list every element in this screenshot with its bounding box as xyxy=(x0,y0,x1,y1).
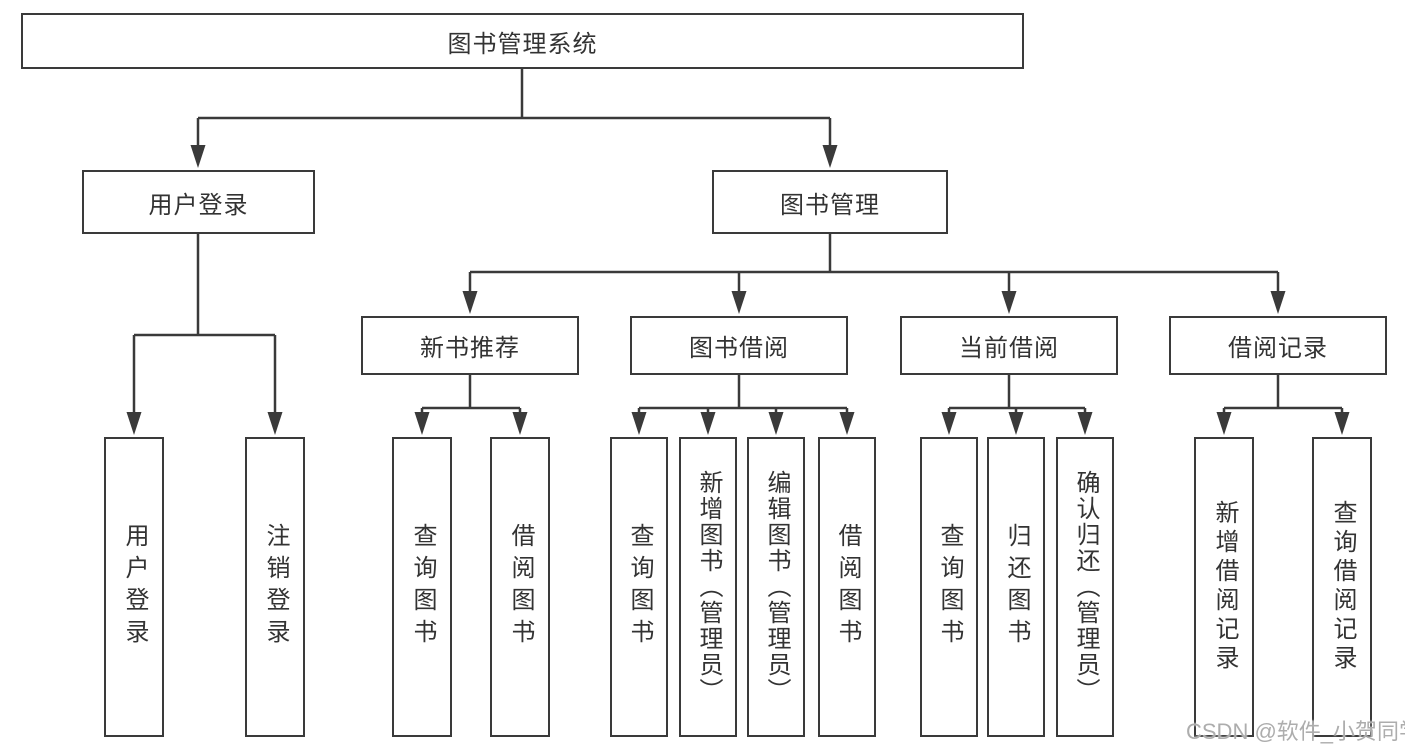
leaf-recommend-borrow-books-label: 借阅图书 xyxy=(507,523,534,651)
node-current-borrow: 当前借阅 xyxy=(900,316,1118,375)
leaf-add-books-admin-label: 新增图书（管理员） xyxy=(695,470,722,704)
node-book-management-label: 图书管理 xyxy=(780,191,880,219)
leaf-return-books: 归还图书 xyxy=(987,437,1045,737)
node-book-borrow: 图书借阅 xyxy=(630,316,848,375)
leaf-current-query-books: 查询图书 xyxy=(920,437,978,737)
leaf-edit-books-admin: 编辑图书（管理员） xyxy=(747,437,805,737)
node-root-label: 图书管理系统 xyxy=(447,30,598,58)
leaf-edit-books-admin-label: 编辑图书（管理员） xyxy=(763,470,790,704)
leaf-confirm-return-admin-label: 确认归还（管理员） xyxy=(1072,470,1099,704)
leaf-add-books-admin: 新增图书（管理员） xyxy=(679,437,737,737)
leaf-recommend-query-books: 查询图书 xyxy=(392,437,452,737)
node-user-login: 用户登录 xyxy=(82,170,315,234)
leaf-recommend-borrow-books: 借阅图书 xyxy=(490,437,550,737)
leaf-borrow-books: 借阅图书 xyxy=(818,437,876,737)
node-borrow-records-label: 借阅记录 xyxy=(1228,335,1328,362)
leaf-logout-label: 注销登录 xyxy=(262,523,289,651)
leaf-add-borrow-record: 新增借阅记录 xyxy=(1194,437,1254,737)
node-new-book-recommend-label: 新书推荐 xyxy=(420,335,520,362)
watermark: CSDN @软件_小贺同学 xyxy=(1186,719,1405,744)
leaf-query-borrow-record: 查询借阅记录 xyxy=(1312,437,1372,737)
leaf-return-books-label: 归还图书 xyxy=(1003,523,1030,651)
leaf-borrow-query-books-label: 查询图书 xyxy=(626,523,653,651)
leaf-user-login: 用户登录 xyxy=(104,437,164,737)
leaf-recommend-query-books-label: 查询图书 xyxy=(409,523,436,651)
node-borrow-records: 借阅记录 xyxy=(1169,316,1387,375)
node-book-management: 图书管理 xyxy=(712,170,948,234)
node-new-book-recommend: 新书推荐 xyxy=(361,316,579,375)
node-user-login-label: 用户登录 xyxy=(148,191,249,219)
leaf-confirm-return-admin: 确认归还（管理员） xyxy=(1056,437,1114,737)
node-book-borrow-label: 图书借阅 xyxy=(689,335,789,362)
leaf-add-borrow-record-label: 新增借阅记录 xyxy=(1211,500,1238,674)
leaf-logout: 注销登录 xyxy=(245,437,305,737)
leaf-query-borrow-record-label: 查询借阅记录 xyxy=(1329,500,1356,674)
leaf-user-login-label: 用户登录 xyxy=(121,523,148,651)
leaf-borrow-books-label: 借阅图书 xyxy=(834,523,861,651)
node-current-borrow-label: 当前借阅 xyxy=(959,335,1059,362)
leaf-current-query-books-label: 查询图书 xyxy=(936,523,963,651)
leaf-borrow-query-books: 查询图书 xyxy=(610,437,668,737)
node-root: 图书管理系统 xyxy=(21,13,1024,69)
